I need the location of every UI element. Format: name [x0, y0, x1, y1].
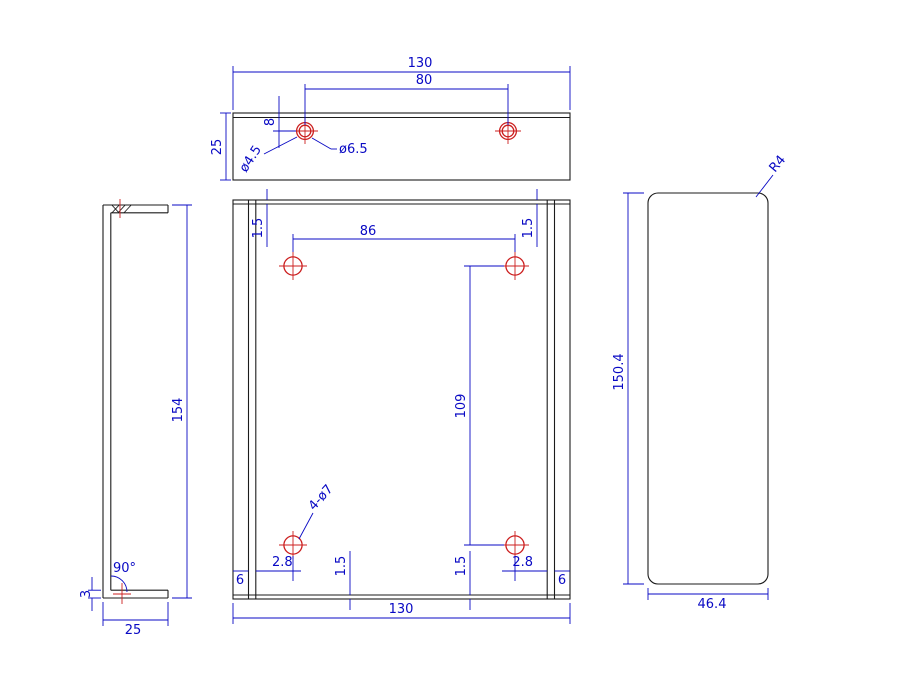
left-side-outline	[102, 204, 169, 599]
top-view: 130 80 25 8 ø4.5 ø6.5	[210, 56, 571, 181]
dim-right-width: 46.4	[698, 597, 727, 612]
front-hole-bottom-left	[279, 531, 307, 559]
dim-side-depth: 25	[125, 623, 142, 638]
front-view-dimensions: 86 109 4-ø7 1.5 1.5 1.5 1.5	[232, 189, 571, 624]
dim-front-thickness-bottom-right: 1.5	[454, 556, 469, 577]
dim-front-thickness-top-right: 1.5	[521, 218, 536, 239]
front-view: 86 109 4-ø7 1.5 1.5 1.5 1.5	[232, 189, 571, 624]
dim-front-hole-callout: 4-ø7	[306, 482, 337, 514]
dim-front-flange-left: 6	[236, 573, 244, 588]
dim-top-hole-offset: 8	[263, 118, 278, 126]
right-side-outline	[647, 192, 769, 585]
dim-side-height: 154	[171, 398, 186, 423]
dim-front-bend-right: 2.8	[512, 555, 533, 570]
top-view-outline	[232, 112, 571, 181]
front-hole-top-right	[501, 252, 529, 280]
right-side-view: R4 150.4 46.4	[612, 153, 789, 612]
top-flange-hatch	[111, 204, 132, 214]
front-hole-top-left	[279, 252, 307, 280]
left-side-view: 154 90° 3 25	[79, 199, 192, 638]
dim-side-bend-angle: 90°	[113, 561, 136, 576]
dim-side-thickness: 3	[79, 590, 94, 598]
dim-top-depth: 25	[210, 139, 225, 156]
dim-front-width: 130	[389, 602, 414, 617]
dim-top-hole-spacing: 80	[416, 73, 433, 88]
dim-front-thickness-bottom-left: 1.5	[334, 556, 349, 577]
dim-top-width: 130	[408, 56, 433, 71]
dim-front-flange-right: 6	[558, 573, 566, 588]
dim-top-hole-dia-inner: ø4.5	[237, 143, 265, 175]
top-view-dimensions: 130 80 25 8 ø4.5 ø6.5	[210, 56, 571, 181]
dim-front-thickness-top-left: 1.5	[251, 218, 266, 239]
dim-right-corner-radius: R4	[767, 153, 790, 176]
dim-front-hole-spacing-h: 86	[360, 224, 377, 239]
front-view-outline	[232, 199, 571, 600]
dim-top-hole-dia-outer: ø6.5	[339, 142, 368, 157]
left-side-dimensions: 154 90° 3 25	[79, 204, 192, 638]
front-hole-bottom-right	[501, 531, 529, 559]
dim-right-height: 150.4	[612, 353, 627, 390]
right-side-dimensions: R4 150.4 46.4	[612, 153, 789, 612]
dim-front-bend-left: 2.8	[272, 555, 293, 570]
left-side-hole-centerlines	[113, 199, 131, 604]
dim-front-hole-spacing-v: 109	[454, 394, 469, 419]
